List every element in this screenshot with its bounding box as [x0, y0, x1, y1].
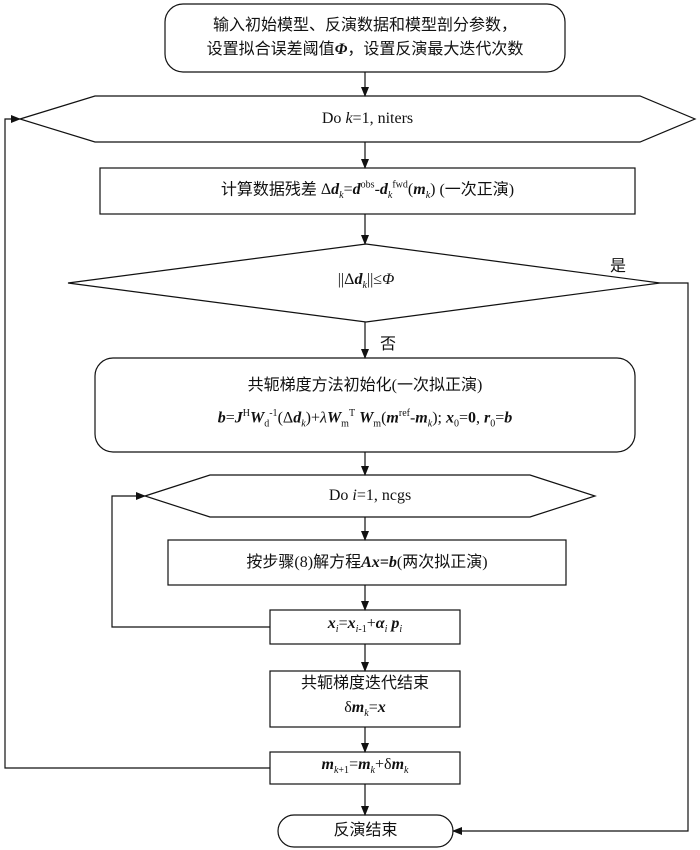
- start-line-1: 输入初始模型、反演数据和模型剖分参数，: [212, 17, 517, 34]
- cg-init-label: 共轭梯度方法初始化(一次拟正演) b=JHWd-1(Δdk)+λWmT Wm(m…: [95, 358, 635, 452]
- decision-no-label: 否: [380, 336, 397, 353]
- m-update-label: mk+1=mk+δmk: [321, 755, 409, 777]
- inner-loop-shape: [143, 474, 597, 518]
- x-update-label: xi=xi-1+αi pi: [327, 614, 403, 636]
- cg-init-formula: b=JHWd-1(Δdk)+λWmT Wm(mref-mk); x0=0, r0…: [217, 407, 513, 430]
- outer-loop-label: Do k=1, niters: [321, 110, 414, 127]
- cg-end-formula: δmk=x: [344, 698, 386, 720]
- start-line-2: 设置拟合误差阈值Φ，设置反演最大迭代次数: [206, 41, 524, 58]
- decision-label: ||Δdk||≤Φ: [337, 270, 395, 292]
- solve-step-label: 按步骤(8)解方程Ax=b(两次拟正演): [246, 553, 488, 571]
- residual-formula: Δdk=dobs-dkfwd(mk): [320, 179, 436, 202]
- cg-end-title: 共轭梯度迭代结束: [300, 674, 429, 692]
- outer-loop-shape: [17, 95, 697, 143]
- end-node-label: 反演结束: [333, 822, 398, 839]
- start-node: 输入初始模型、反演数据和模型剖分参数， 设置拟合误差阈值Φ，设置反演最大迭代次数: [165, 4, 565, 72]
- decision-yes-label: 是: [610, 258, 627, 275]
- cg-init-title: 共轭梯度方法初始化(一次拟正演): [247, 376, 483, 394]
- residual-label: 计算数据残差 Δdk=dobs-dkfwd(mk) (一次正演): [220, 179, 515, 202]
- cg-end-label: 共轭梯度迭代结束 δmk=x: [270, 671, 460, 727]
- inner-loop-label: Do i=1, ncgs: [328, 487, 412, 504]
